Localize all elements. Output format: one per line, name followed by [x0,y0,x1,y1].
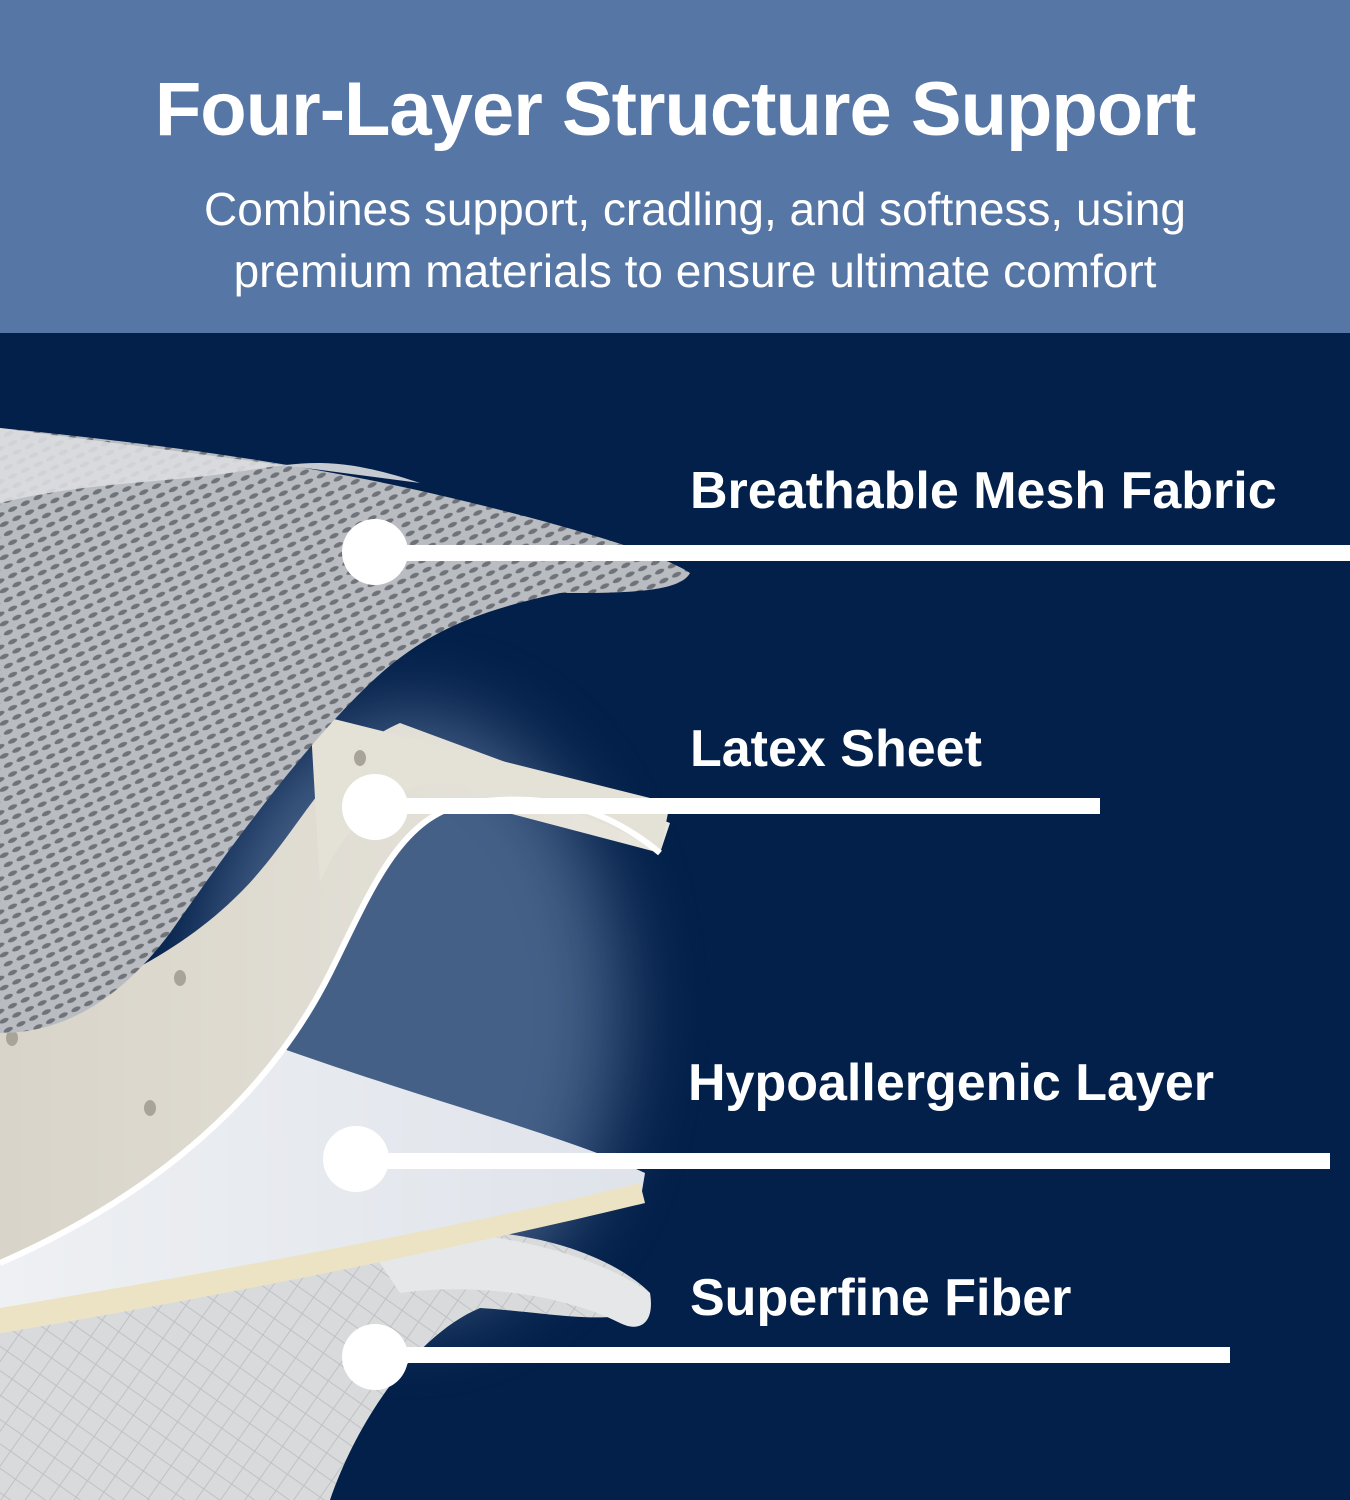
page-subtitle: Combines support, cradling, and softness… [40,178,1350,302]
subtitle-line-2: premium materials to ensure ultimate com… [233,245,1157,297]
layer-label-latex-sheet: Latex Sheet [690,720,982,778]
callout-line-latex-sheet [375,798,1100,814]
layer-label-superfine-fiber: Superfine Fiber [690,1269,1072,1327]
page-title: Four-Layer Structure Support [154,67,1196,152]
callout-dot-mesh-fabric [342,519,408,585]
mattress-layers-image [0,428,690,1500]
callout-dot-hypoallergenic [323,1126,389,1192]
header-banner: Four-Layer Structure Support Combines su… [0,0,1350,333]
layer-label-mesh-fabric: Breathable Mesh Fabric [690,462,1277,520]
callout-dot-superfine-fiber [342,1324,408,1390]
callout-dot-latex-sheet [342,774,408,840]
subtitle-line-1: Combines support, cradling, and softness… [204,183,1186,235]
callout-line-hypoallergenic [355,1153,1330,1169]
callout-line-superfine-fiber [375,1347,1230,1363]
callout-line-mesh-fabric [375,545,1350,561]
layer-label-hypoallergenic: Hypoallergenic Layer [688,1054,1214,1112]
layers-illustration: Breathable Mesh Fabric Latex Sheet Hypoa… [0,333,1350,1500]
